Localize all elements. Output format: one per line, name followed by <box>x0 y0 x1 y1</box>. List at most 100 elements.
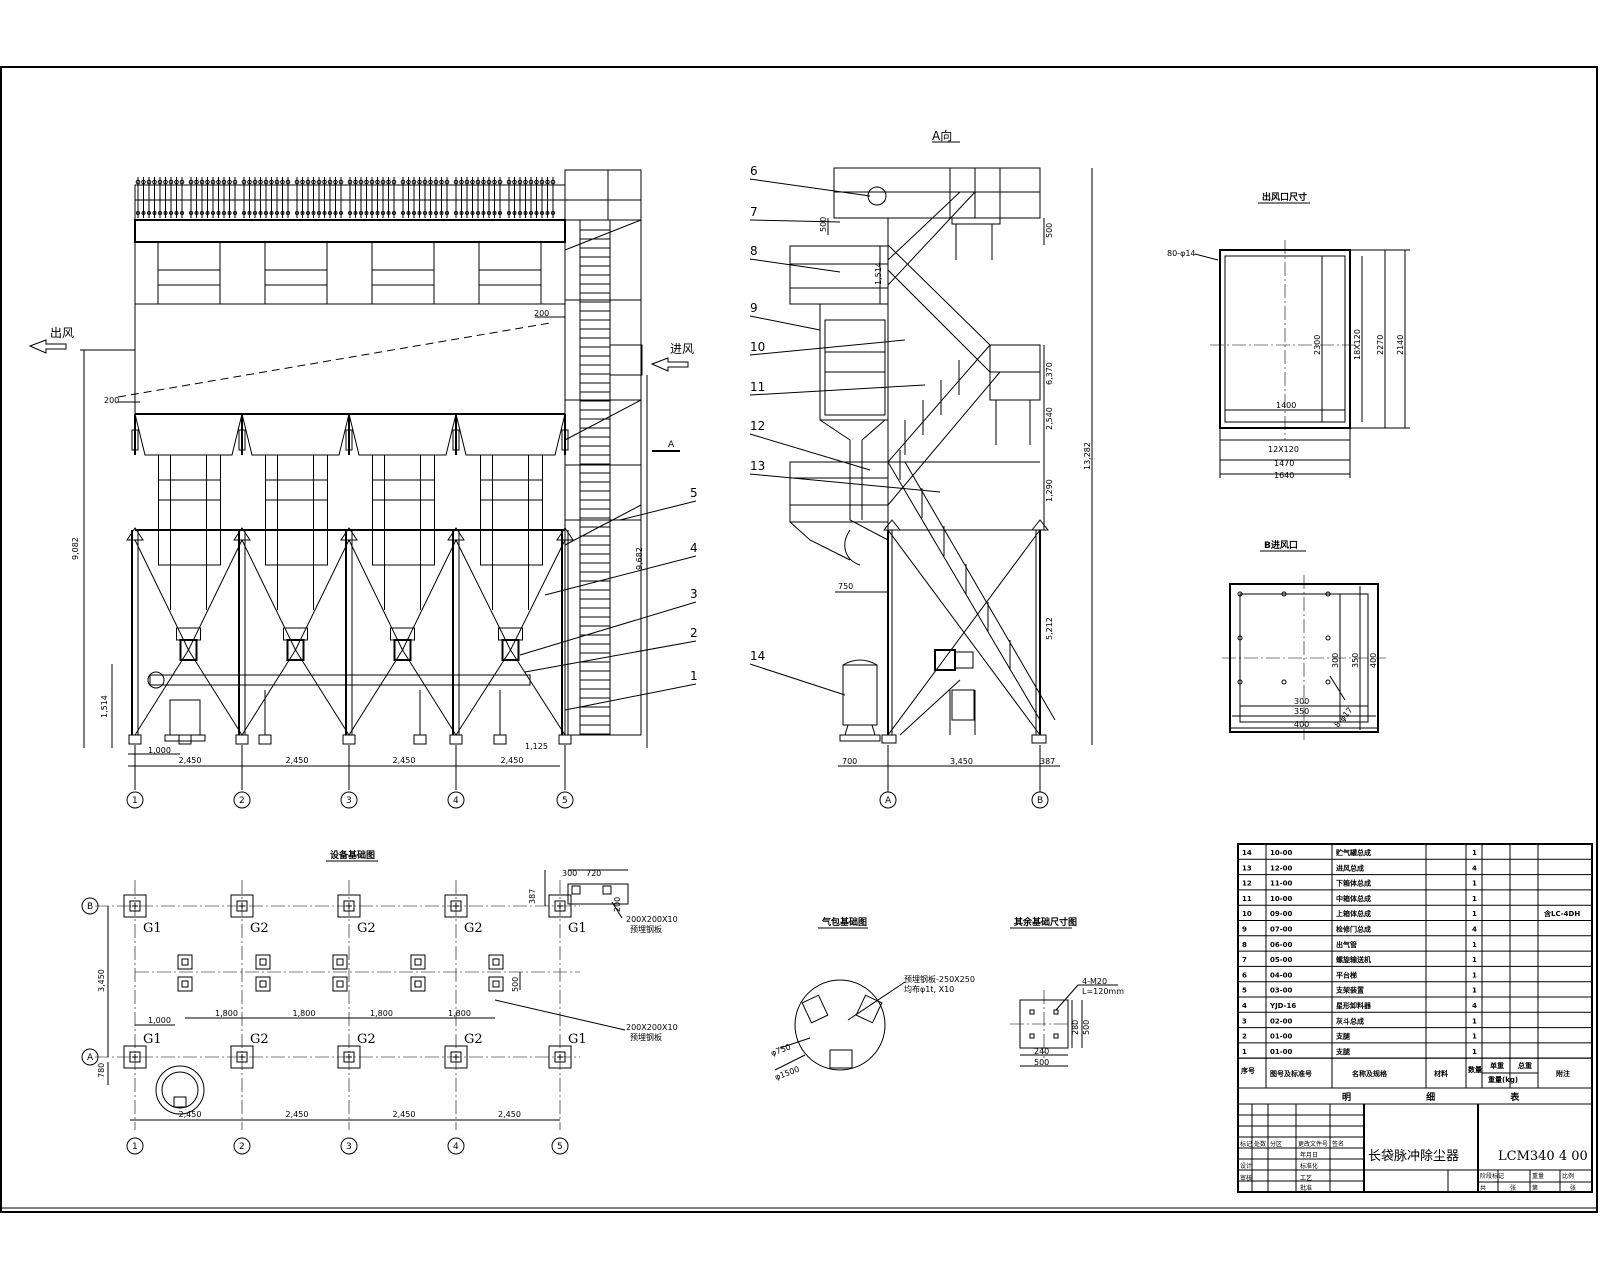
fp-dim-3450: 3,450 <box>97 969 106 992</box>
fp-note-plate-2: 200X200X10 <box>626 1023 678 1032</box>
part-row-no: 7 <box>1242 956 1247 964</box>
axis-bubble <box>233 1137 251 1155</box>
part-row-code: 04-00 <box>1270 971 1293 979</box>
span-dim: 2,450 <box>498 1110 521 1119</box>
outlet-dim-18x120: 18X120 <box>1353 329 1362 360</box>
inlet-dim-h350: 350 <box>1294 707 1309 716</box>
inlet-dim-h300: 300 <box>1294 697 1309 706</box>
fp-note-plate-1: 200X200X10 <box>626 915 678 924</box>
column-tag-top: G1 <box>568 921 587 936</box>
part-row-code: 10-00 <box>1270 895 1293 903</box>
side-dim-1290: 1,290 <box>1045 479 1054 502</box>
part-row-name: 平台梯 <box>1336 970 1357 979</box>
title-block-label: 年月日 <box>1300 1151 1318 1159</box>
front-span-dim: 2,450 <box>393 756 416 765</box>
axis-bubble <box>447 791 465 809</box>
part-row-name: 检修门总成 <box>1336 925 1371 934</box>
axis-label: 1 <box>132 796 138 806</box>
bolt-foundation: 其余基础尺寸图 4-M20 L=120mm 280 500 240 500 <box>1010 916 1124 1067</box>
axis-label: 5 <box>557 1142 563 1152</box>
part-row-no: 11 <box>1242 895 1252 903</box>
axis-bubble <box>340 791 358 809</box>
outlet-detail: 出风口尺寸 80-φ14 2300 18X120 2270 2140 1400 … <box>1167 191 1410 480</box>
callout-1: 1 <box>690 669 698 683</box>
span-dim: 2,450 <box>393 1110 416 1119</box>
foundation-plan: 设备基础图 <box>95 849 629 1130</box>
outlet-dim-1400: 1400 <box>1276 401 1296 410</box>
part-row-name: 螺旋输送机 <box>1336 955 1371 964</box>
part-row-name: 支腿 <box>1335 1047 1351 1056</box>
inlet-dim-v350: 350 <box>1351 653 1360 668</box>
axis-label: 1 <box>132 1142 138 1152</box>
outlet-dim-2140: 2140 <box>1396 335 1405 355</box>
hdr-name: 名称及规格 <box>1352 1069 1388 1078</box>
outlet-dim-12x120: 12X120 <box>1268 445 1299 454</box>
part-row-qty: 4 <box>1472 926 1477 934</box>
part-row-code: 09-00 <box>1270 910 1293 918</box>
title-block-label: 更改文件号 <box>1298 1140 1328 1148</box>
tank-dim-750: φ750 <box>770 1042 792 1057</box>
dim-200-lower: 200 <box>104 396 119 405</box>
column-tag-top: G2 <box>250 921 269 936</box>
axis-label: 3 <box>346 796 352 806</box>
callout-2: 2 <box>690 626 698 640</box>
side-callout-13: 13 <box>750 459 765 473</box>
mid-span-dim: 1,800 <box>370 1009 393 1018</box>
axis-label: 4 <box>453 796 459 806</box>
part-row-name: 贮气罐总成 <box>1335 848 1371 857</box>
part-row-qty: 4 <box>1472 864 1477 872</box>
fp-dim-300: 300 <box>562 869 577 878</box>
title-block-label: 处数 <box>1254 1140 1266 1148</box>
fp-dim-387: 387 <box>528 889 537 904</box>
part-row-no: 9 <box>1242 926 1247 934</box>
part-row-no: 3 <box>1242 1017 1247 1025</box>
drawing-number: LCM340 4 00 <box>1498 1149 1588 1164</box>
title-block-label: 张 <box>1570 1184 1576 1192</box>
callout-3: 3 <box>690 587 698 601</box>
side-callout-11: 11 <box>750 380 765 394</box>
part-row-name: 进风总成 <box>1336 863 1364 872</box>
hdr-single: 单重 <box>1490 1061 1504 1070</box>
part-row-name: 灰斗总成 <box>1336 1016 1364 1025</box>
span-dim: 2,450 <box>286 1110 309 1119</box>
bolt-dim-500h: 500 <box>1034 1058 1049 1067</box>
tank-foundation-title: 气包基础图 <box>821 916 867 928</box>
side-dim-500b: 500 <box>1045 223 1054 238</box>
side-dim-700: 700 <box>842 757 857 766</box>
fp-dim-200: 200 <box>613 897 622 912</box>
hdr-qty: 数量 <box>1468 1065 1482 1074</box>
title-block-label: 共 <box>1480 1184 1486 1192</box>
outlet-detail-title: 出风口尺寸 <box>1262 191 1307 203</box>
axis-bubble <box>126 1137 144 1155</box>
part-row-qty: 1 <box>1472 880 1477 888</box>
hdr-total: 总重 <box>1518 1061 1532 1070</box>
title-block-label: 阶段标记 <box>1480 1172 1504 1180</box>
hdr-weight: 重量(kg) <box>1488 1075 1518 1084</box>
part-row-name: 星形卸料器 <box>1336 1001 1372 1010</box>
part-row-code: 12-00 <box>1270 864 1293 872</box>
part-row-name: 支腿 <box>1335 1032 1351 1041</box>
part-row-name: 上箱体总成 <box>1336 909 1371 918</box>
title-block-label: 工艺 <box>1300 1174 1312 1182</box>
part-row-note: 含LC-4DH <box>1544 909 1580 918</box>
part-row-no: 6 <box>1242 971 1247 979</box>
row-bubble <box>81 1048 99 1066</box>
tank-note-2: 均布φ1t, X10 <box>904 984 954 994</box>
mid-span-dim: 1,800 <box>215 1009 238 1018</box>
part-row-qty: 1 <box>1472 971 1477 979</box>
part-row-qty: 1 <box>1472 1017 1477 1025</box>
part-row-name: 下箱体总成 <box>1336 879 1371 888</box>
column-tag-bottom: G1 <box>143 1032 162 1047</box>
part-row-code: 06-00 <box>1270 941 1293 949</box>
fp-dim-780: 780 <box>97 1063 106 1078</box>
front-view <box>117 169 643 745</box>
axis-label: 2 <box>239 1142 245 1152</box>
dim-height-base: 1,514 <box>100 695 109 718</box>
outlet-note: 80-φ14 <box>1167 249 1196 258</box>
axis-bubble <box>556 791 574 809</box>
hdr-no: 序号 <box>1240 1066 1255 1075</box>
part-row-code: 01-00 <box>1270 1033 1293 1041</box>
side-callout-6: 6 <box>750 164 758 178</box>
side-callout-14: 14 <box>750 649 765 663</box>
side-callout-8: 8 <box>750 244 758 258</box>
